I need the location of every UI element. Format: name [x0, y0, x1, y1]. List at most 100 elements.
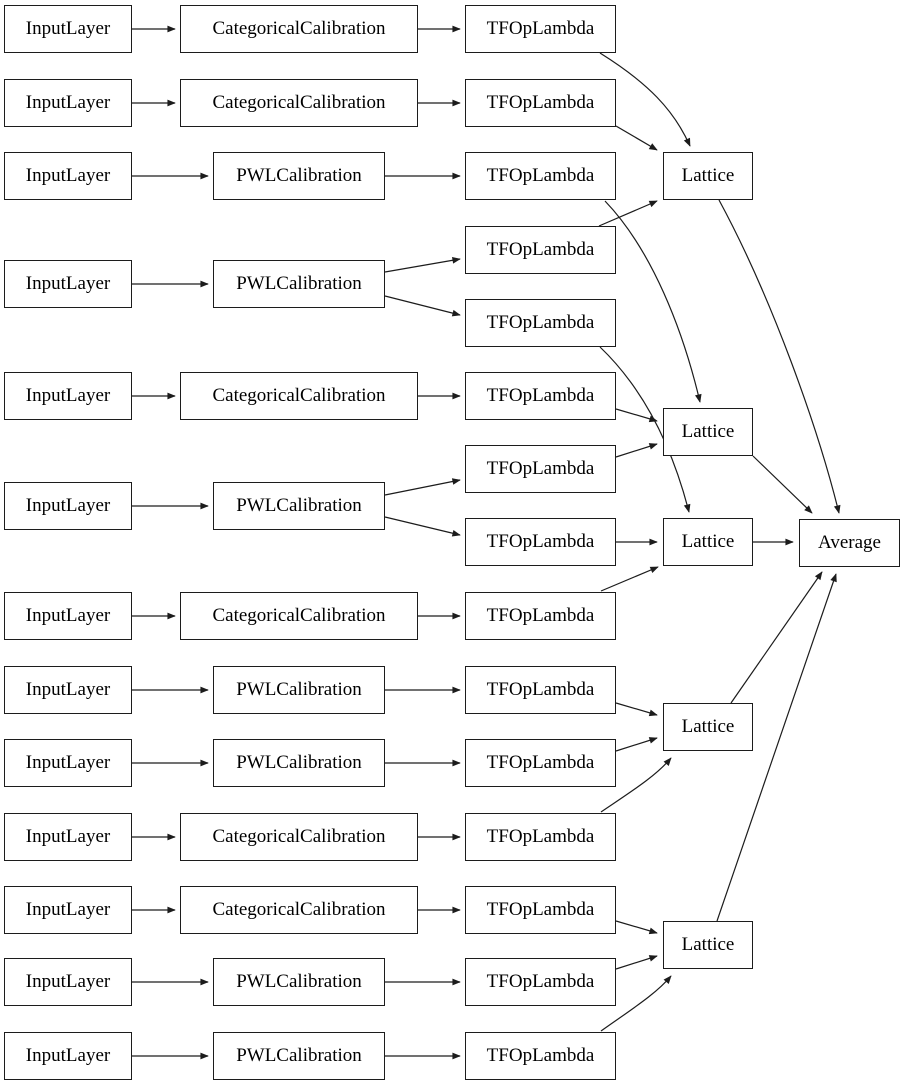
edge-lat2-avg [752, 455, 813, 514]
edge-pwl4-t4 [384, 256, 461, 273]
node-label: CategoricalCalibration [212, 92, 386, 113]
node-tfoplambda-11: TFOpLambda [465, 739, 616, 787]
node-categorical-calibration-4: CategoricalCalibration [180, 592, 418, 640]
node-tfoplambda-6: TFOpLambda [465, 372, 616, 420]
node-label: Lattice [681, 421, 735, 442]
node-label: TFOpLambda [486, 752, 595, 773]
node-label: PWLCalibration [236, 165, 362, 186]
node-label: TFOpLambda [486, 971, 595, 992]
node-input-layer-9: InputLayer [4, 739, 132, 787]
edge-t15-lat5 [600, 975, 672, 1032]
node-pwl-calibration-3: PWLCalibration [213, 482, 385, 530]
node-label: TFOpLambda [486, 165, 595, 186]
node-lattice-5: Lattice [663, 921, 753, 969]
node-label: TFOpLambda [486, 18, 595, 39]
node-tfoplambda-5: TFOpLambda [465, 299, 616, 347]
node-tfoplambda-8: TFOpLambda [465, 518, 616, 566]
node-label: InputLayer [25, 18, 111, 39]
node-input-layer-11: InputLayer [4, 886, 132, 934]
node-label: CategoricalCalibration [212, 18, 386, 39]
node-lattice-3: Lattice [663, 518, 753, 566]
node-tfoplambda-14: TFOpLambda [465, 958, 616, 1006]
node-label: TFOpLambda [486, 826, 595, 847]
node-label: PWLCalibration [236, 679, 362, 700]
node-label: InputLayer [25, 385, 111, 406]
node-pwl-calibration-2: PWLCalibration [213, 260, 385, 308]
node-pwl-calibration-5: PWLCalibration [213, 739, 385, 787]
node-pwl-calibration-7: PWLCalibration [213, 1032, 385, 1080]
node-tfoplambda-4: TFOpLambda [465, 226, 616, 274]
edge-lat4-avg [730, 571, 823, 704]
node-label: PWLCalibration [236, 495, 362, 516]
node-categorical-calibration-1: CategoricalCalibration [180, 5, 418, 53]
edge-t11-lat4 [615, 737, 658, 752]
node-input-layer-3: InputLayer [4, 152, 132, 200]
node-tfoplambda-9: TFOpLambda [465, 592, 616, 640]
node-label: InputLayer [25, 495, 111, 516]
node-label: InputLayer [25, 92, 111, 113]
edge-t6-lat2 [615, 408, 658, 423]
node-label: Lattice [681, 716, 735, 737]
node-tfoplambda-10: TFOpLambda [465, 666, 616, 714]
node-label: InputLayer [25, 165, 111, 186]
node-label: InputLayer [25, 971, 111, 992]
node-label: Lattice [681, 934, 735, 955]
node-average: Average [799, 519, 900, 567]
node-input-layer-4: InputLayer [4, 260, 132, 308]
node-input-layer-1: InputLayer [4, 5, 132, 53]
node-label: TFOpLambda [486, 605, 595, 626]
edge-t9-lat3 [600, 566, 659, 592]
node-label: TFOpLambda [486, 458, 595, 479]
node-input-layer-10: InputLayer [4, 813, 132, 861]
edge-pwl4-t5 [384, 295, 461, 317]
node-label: CategoricalCalibration [212, 605, 386, 626]
edge-t3-lat2 [604, 200, 702, 403]
node-pwl-calibration-6: PWLCalibration [213, 958, 385, 1006]
node-label: InputLayer [25, 826, 111, 847]
node-label: Lattice [681, 165, 735, 186]
node-label: PWLCalibration [236, 1045, 362, 1066]
node-label: PWLCalibration [236, 273, 362, 294]
node-label: InputLayer [25, 1045, 111, 1066]
node-lattice-4: Lattice [663, 703, 753, 751]
node-categorical-calibration-6: CategoricalCalibration [180, 886, 418, 934]
node-tfoplambda-7: TFOpLambda [465, 445, 616, 493]
edge-lat1-avg [718, 199, 841, 514]
edge-pwl6-t7 [384, 478, 461, 496]
node-label: CategoricalCalibration [212, 899, 386, 920]
node-tfoplambda-3: TFOpLambda [465, 152, 616, 200]
node-input-layer-7: InputLayer [4, 592, 132, 640]
edge-t10-lat4 [615, 702, 658, 717]
node-categorical-calibration-5: CategoricalCalibration [180, 813, 418, 861]
node-tfoplambda-13: TFOpLambda [465, 886, 616, 934]
edge-t5-lat3 [599, 346, 691, 513]
node-label: TFOpLambda [486, 899, 595, 920]
node-tfoplambda-12: TFOpLambda [465, 813, 616, 861]
node-lattice-2: Lattice [663, 408, 753, 456]
node-label: CategoricalCalibration [212, 826, 386, 847]
node-label: TFOpLambda [486, 312, 595, 333]
node-label: InputLayer [25, 899, 111, 920]
node-input-layer-2: InputLayer [4, 79, 132, 127]
node-label: TFOpLambda [486, 92, 595, 113]
node-label: TFOpLambda [486, 531, 595, 552]
node-label: Average [818, 532, 881, 553]
node-categorical-calibration-3: CategoricalCalibration [180, 372, 418, 420]
node-tfoplambda-1: TFOpLambda [465, 5, 616, 53]
node-label: PWLCalibration [236, 752, 362, 773]
edge-t12-lat4 [600, 757, 672, 813]
node-label: InputLayer [25, 605, 111, 626]
node-tfoplambda-2: TFOpLambda [465, 79, 616, 127]
node-label: Lattice [681, 531, 735, 552]
node-label: TFOpLambda [486, 679, 595, 700]
node-input-layer-5: InputLayer [4, 372, 132, 420]
node-categorical-calibration-2: CategoricalCalibration [180, 79, 418, 127]
node-label: CategoricalCalibration [212, 385, 386, 406]
node-input-layer-6: InputLayer [4, 482, 132, 530]
node-input-layer-8: InputLayer [4, 666, 132, 714]
edge-t4-lat1 [598, 200, 658, 227]
node-label: InputLayer [25, 752, 111, 773]
edge-t13-lat5 [615, 920, 658, 935]
node-label: PWLCalibration [236, 971, 362, 992]
node-tfoplambda-15: TFOpLambda [465, 1032, 616, 1080]
